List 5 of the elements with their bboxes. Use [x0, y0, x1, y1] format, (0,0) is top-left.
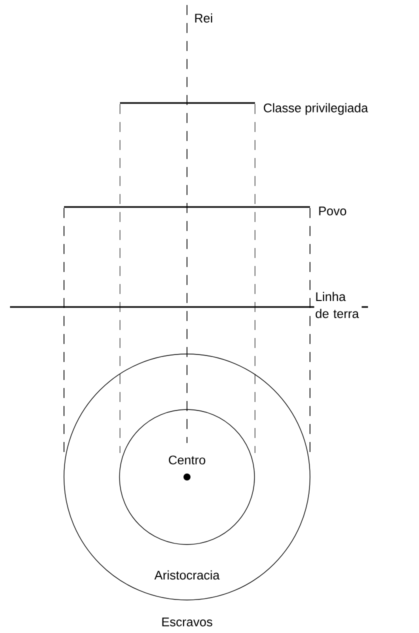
level-label: Classe privilegiada: [264, 103, 368, 115]
level-label: Rei: [195, 13, 212, 23]
level-label: Povo: [319, 206, 346, 216]
level-label: Linha de terra: [314, 290, 362, 320]
level-label: Escravos: [162, 618, 212, 626]
